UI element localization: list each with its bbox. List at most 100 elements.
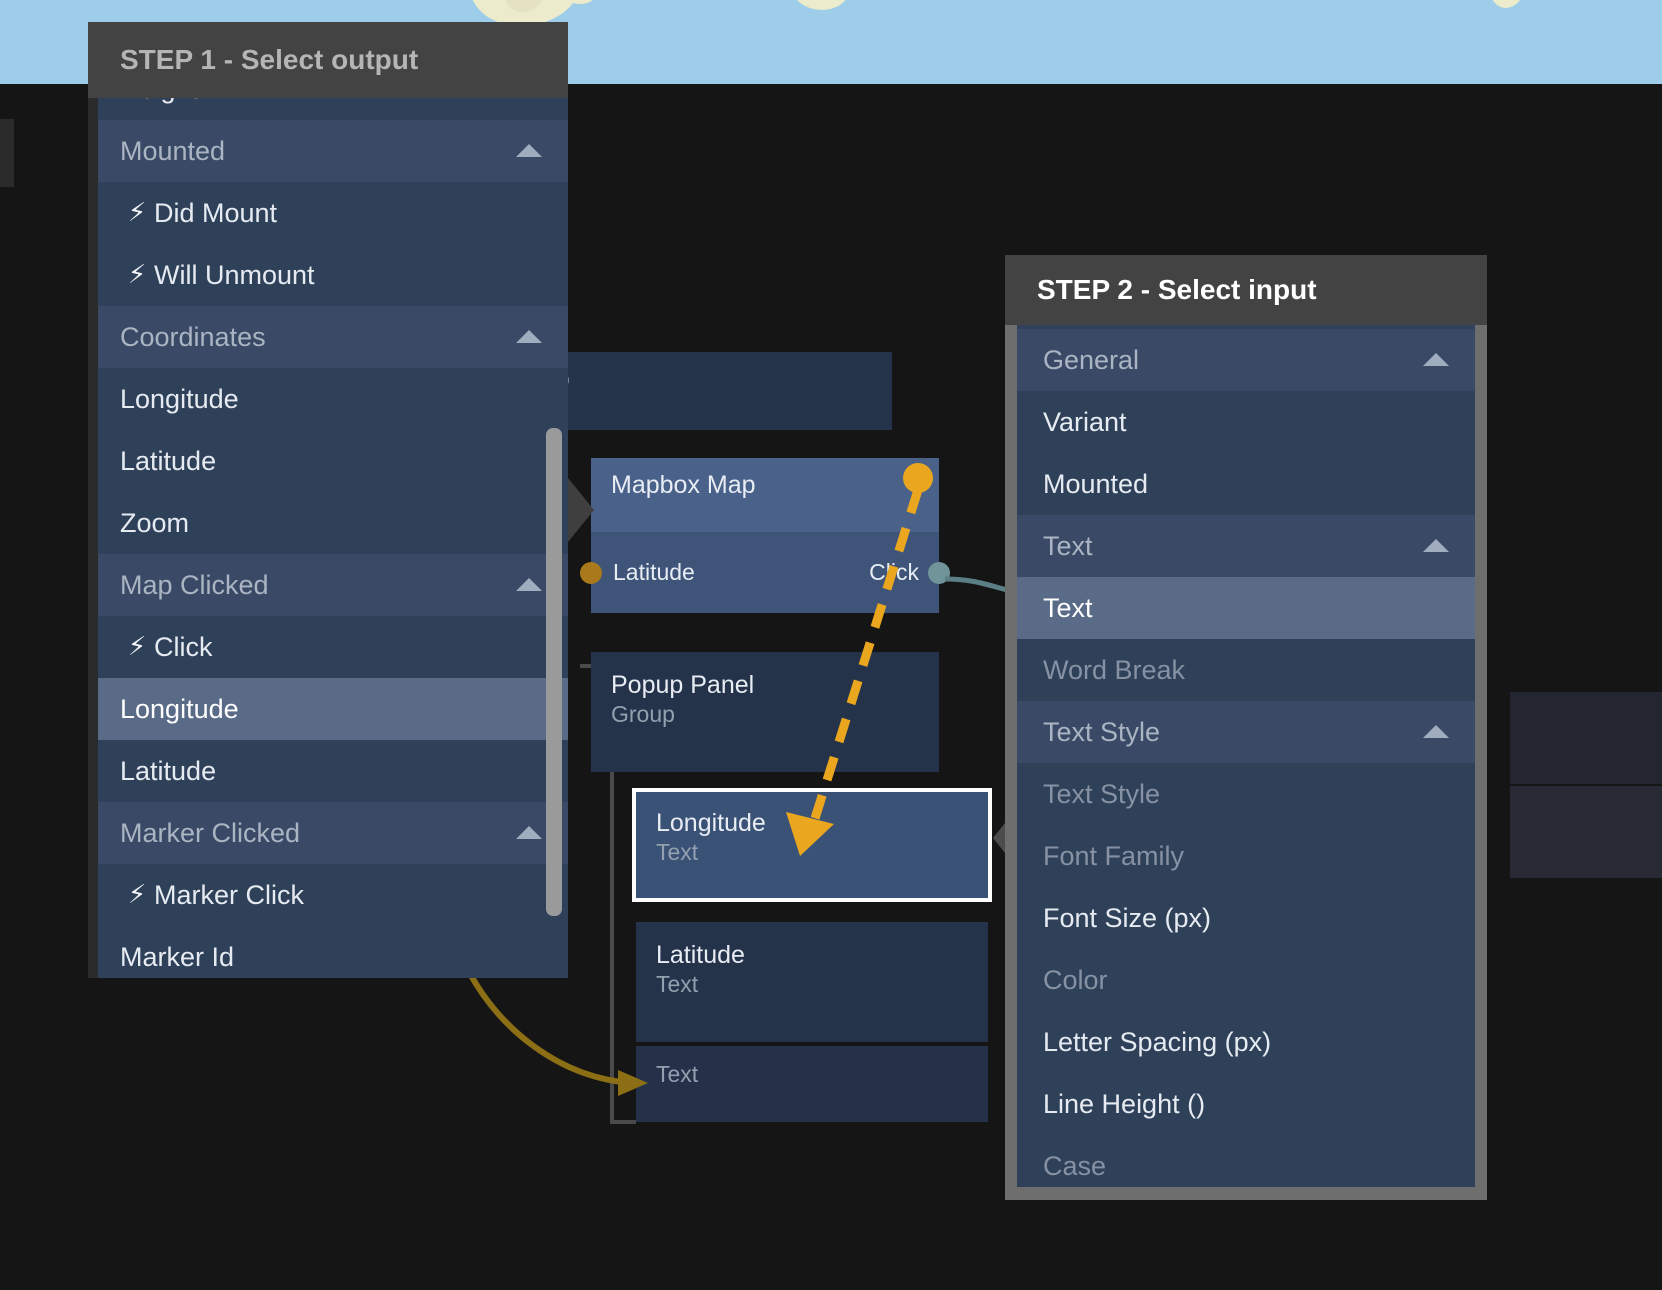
list-item-label: Latitude (120, 445, 217, 476)
lightning-bolt-icon: ⚡ (127, 880, 147, 910)
wizard-header-step1: STEP 1 - Select output (88, 22, 568, 98)
tree-connector (610, 684, 614, 1124)
chevron-up-icon[interactable] (1423, 725, 1449, 738)
list-item-label: Text Style (1043, 778, 1161, 809)
list-item-label: Text (1043, 530, 1093, 561)
list-item-font-size-px[interactable]: Font Size (px) (1017, 887, 1475, 949)
node-subtitle: Group (611, 701, 675, 727)
list-item-label: Longitude (120, 383, 239, 414)
list-item-label: Zoom (120, 507, 190, 538)
port-label-latitude: Latitude (613, 559, 695, 585)
node-subtitle-text: Text (656, 1061, 699, 1087)
chevron-up-icon[interactable] (516, 826, 542, 839)
wizard-header-step2: STEP 2 - Select input (1005, 255, 1487, 325)
list-item-text-style[interactable]: Text Style (1017, 763, 1475, 825)
list-group-header-general[interactable]: General (1017, 329, 1475, 391)
node-port-row-latitude[interactable]: Latitude Click (580, 532, 950, 613)
map-landmass (1490, 0, 1524, 8)
list-item-label: Letter Spacing (px) (1043, 1026, 1272, 1057)
port-dot-in-latitude[interactable] (580, 562, 602, 584)
list-item-click[interactable]: ⚡Click (98, 616, 568, 678)
list-item-label: Marker Clicked (120, 817, 301, 848)
list-group-header-coordinates[interactable]: Coordinates (98, 306, 568, 368)
node-latitude[interactable]: Latitude Text (636, 922, 988, 1042)
background-panel-block (0, 119, 14, 187)
lightning-bolt-icon: ⚡ (127, 198, 147, 228)
list-item-marker-click[interactable]: ⚡Marker Click (98, 864, 568, 926)
list-item-text[interactable]: Text (1017, 577, 1475, 639)
chevron-up-icon[interactable] (516, 578, 542, 591)
list-item-label: Word Break (1043, 654, 1186, 685)
list-item-zoom[interactable]: Zoom (98, 492, 568, 554)
list-item-latitude[interactable]: Latitude (98, 430, 568, 492)
node-title: Longitude Text (636, 792, 988, 878)
list-item-color[interactable]: Color (1017, 949, 1475, 1011)
list-item-label: Line Height () (1043, 1088, 1206, 1119)
list-group-header-map-clicked[interactable]: Map Clicked (98, 554, 568, 616)
list-item-letter-spacing-px[interactable]: Letter Spacing (px) (1017, 1011, 1475, 1073)
list-item-label: Mounted (1043, 468, 1149, 499)
list-item-label: Mounted (120, 135, 226, 166)
list-item-label: Case (1043, 1150, 1107, 1181)
lightning-bolt-icon: ⚡ (127, 260, 147, 290)
list-item-will-unmount[interactable]: ⚡Will Unmount (98, 244, 568, 306)
scrollbar-step1[interactable] (546, 428, 562, 916)
chevron-up-icon[interactable] (516, 144, 542, 157)
wizard-title-step1: STEP 1 - Select output (120, 44, 419, 75)
node-longitude[interactable]: Longitude Text (632, 788, 992, 902)
list-item-did-mount[interactable]: ⚡Did Mount (98, 182, 568, 244)
wizard-list-step1[interactable]: HeightMounted⚡Did Mount⚡Will UnmountCoor… (88, 98, 568, 978)
wizard-panel-step1[interactable]: STEP 1 - Select output HeightMounted⚡Did… (88, 22, 568, 978)
node-popup-panel[interactable]: Popup Panel Group (591, 652, 939, 772)
list-item-mounted[interactable]: Mounted (1017, 453, 1475, 515)
wizard-title-step2: STEP 2 - Select input (1037, 274, 1317, 305)
list-item-variant[interactable]: Variant (1017, 391, 1475, 453)
background-panel-block (1510, 692, 1662, 784)
list-item-label: Text (1043, 592, 1093, 623)
list-item-longitude[interactable]: Longitude (98, 678, 568, 740)
list-item-height[interactable]: Height (98, 98, 568, 120)
lightning-bolt-icon: ⚡ (127, 632, 147, 662)
chevron-up-icon[interactable] (1423, 539, 1449, 552)
list-item-label: Marker Click (154, 879, 305, 910)
map-landmass (784, 0, 856, 19)
node-subtitle: Text (656, 839, 699, 865)
node-title: Text (636, 1046, 988, 1100)
list-item-label: Click (154, 631, 213, 662)
list-group-header-text[interactable]: Text (1017, 515, 1475, 577)
list-group-header-marker-clicked[interactable]: Marker Clicked (98, 802, 568, 864)
chevron-up-icon[interactable] (1423, 353, 1449, 366)
port-dot-out-click[interactable] (928, 562, 950, 584)
list-item-label: General (1043, 344, 1140, 375)
list-item-font-family[interactable]: Font Family (1017, 825, 1475, 887)
list-item-label: Map Clicked (120, 569, 269, 600)
node-collapse-arrow-icon[interactable] (568, 478, 594, 542)
list-item-label: Marker Id (120, 941, 235, 972)
node-text[interactable]: Text (636, 1046, 988, 1122)
list-item-label: Coordinates (120, 321, 266, 352)
list-item-latitude[interactable]: Latitude (98, 740, 568, 802)
node-subtitle: Text (656, 971, 699, 997)
node-title: Latitude Text (636, 922, 988, 1010)
node-title: Popup Panel Group (591, 652, 939, 740)
list-item-line-height[interactable]: Line Height () (1017, 1073, 1475, 1135)
list-item-label: Text Style (1043, 716, 1161, 747)
node-title: Mapbox Map (591, 458, 939, 532)
node-mapbox-map[interactable]: Mapbox Map Latitude Click (580, 458, 950, 613)
list-item-label: Did Mount (154, 197, 278, 228)
list-item-label: Longitude (120, 693, 239, 724)
list-item-marker-id[interactable]: Marker Id (98, 926, 568, 978)
list-item-label: Height (120, 98, 198, 105)
list-item-label: Variant (1043, 406, 1127, 437)
map-landmass (505, 0, 543, 12)
list-item-longitude[interactable]: Longitude (98, 368, 568, 430)
list-item-word-break[interactable]: Word Break (1017, 639, 1475, 701)
map-landmass (560, 0, 600, 4)
list-item-label: Latitude (120, 755, 217, 786)
list-group-header-mounted[interactable]: Mounted (98, 120, 568, 182)
list-group-header-text-style[interactable]: Text Style (1017, 701, 1475, 763)
chevron-up-icon[interactable] (516, 330, 542, 343)
list-item-case[interactable]: Case (1017, 1135, 1475, 1187)
